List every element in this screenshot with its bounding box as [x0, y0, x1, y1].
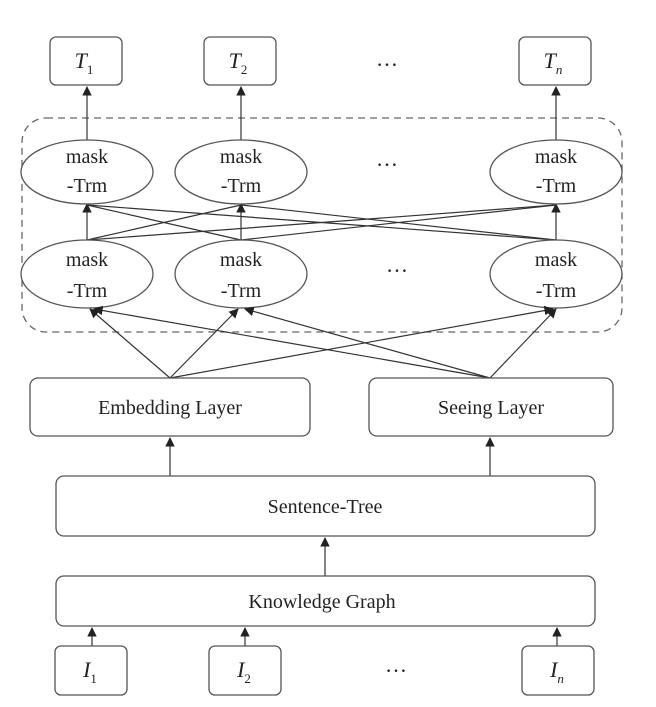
- arrow-seeing-to-trm1: [93, 305, 491, 379]
- input-i2: I2: [208, 645, 282, 696]
- trm-bottom-2-line1: mask: [220, 249, 262, 271]
- knowledge-graph-label: Knowledge Graph: [248, 591, 395, 613]
- output-tn: Tn: [518, 36, 592, 86]
- embedding-layer-label: Embedding Layer: [98, 397, 242, 419]
- arrow-seeing-to-trmn: [489, 308, 557, 379]
- trm-bottom-n-line2: -Trm: [536, 280, 577, 302]
- arrow-embed-to-trmn: [169, 305, 554, 379]
- trm-bottom-2-line2: -Trm: [221, 280, 262, 302]
- trm-bottom-ellipsis: …: [386, 252, 410, 277]
- trm-top-1-line1: mask: [66, 146, 108, 168]
- arrow-embed-to-trm1: [89, 308, 171, 379]
- trm-top-n-line2: -Trm: [536, 175, 577, 197]
- svg-text:Tn: Tn: [544, 48, 563, 77]
- input-in-sub: n: [557, 671, 564, 686]
- embedding-layer-box: Embedding Layer: [29, 377, 311, 437]
- trm-bottom-1: mask -Trm: [20, 239, 154, 309]
- output-t2-sub: 2: [241, 62, 248, 77]
- svg-text:I2: I2: [236, 657, 251, 686]
- arrow-embed-to-trm2: [169, 308, 239, 379]
- input-i2-sub: 2: [244, 671, 251, 686]
- trm-top-2-line1: mask: [220, 146, 262, 168]
- transformer-block-container: [21, 117, 623, 333]
- seeing-layer-label: Seeing Layer: [438, 397, 544, 419]
- output-t2-letter: T: [229, 48, 243, 73]
- trm-top-1-line2: -Trm: [67, 175, 108, 197]
- input-i2-letter: I: [236, 657, 246, 682]
- input-i1-sub: 1: [90, 671, 97, 686]
- trm-bottom-n-line1: mask: [535, 249, 577, 271]
- output-t1-letter: T: [75, 48, 89, 73]
- trm-top-n: mask -Trm: [489, 139, 623, 205]
- trm-bottom-2: mask -Trm: [174, 239, 308, 309]
- output-t1-sub: 1: [87, 62, 94, 77]
- svg-text:I1: I1: [82, 657, 97, 686]
- trm-bottom-n: mask -Trm: [489, 239, 623, 309]
- input-i1-letter: I: [82, 657, 92, 682]
- output-ellipsis: …: [376, 46, 400, 71]
- output-tn-sub: n: [556, 62, 563, 77]
- svg-text:T1: T1: [75, 48, 94, 77]
- seeing-layer-box: Seeing Layer: [368, 377, 614, 437]
- output-tn-letter: T: [544, 48, 558, 73]
- arrow-seeing-to-trm2: [244, 306, 491, 379]
- sentence-tree-label: Sentence-Tree: [268, 496, 383, 518]
- trm-bottom-1-line2: -Trm: [67, 280, 108, 302]
- sentence-tree-box: Sentence-Tree: [55, 475, 596, 537]
- input-in-letter: I: [549, 657, 559, 682]
- edge-l1-1-to-l2-2: [86, 204, 242, 241]
- trm-top-2-line2: -Trm: [221, 175, 262, 197]
- trm-top-n-line1: mask: [535, 146, 577, 168]
- input-ellipsis: …: [385, 652, 409, 677]
- input-i1: I1: [54, 645, 128, 696]
- svg-text:In: In: [549, 657, 564, 686]
- trm-top-1: mask -Trm: [20, 139, 154, 205]
- edge-l1-1-to-l2-n: [86, 204, 557, 241]
- edge-l1-2-to-l2-n: [240, 204, 557, 241]
- knowledge-graph-box: Knowledge Graph: [55, 575, 596, 627]
- trm-top-ellipsis: …: [376, 146, 400, 171]
- output-t1: T1: [49, 36, 123, 86]
- output-t2: T2: [203, 36, 277, 86]
- svg-text:T2: T2: [229, 48, 248, 77]
- trm-bottom-1-line1: mask: [66, 249, 108, 271]
- input-in: In: [521, 645, 595, 696]
- trm-top-2: mask -Trm: [174, 139, 308, 205]
